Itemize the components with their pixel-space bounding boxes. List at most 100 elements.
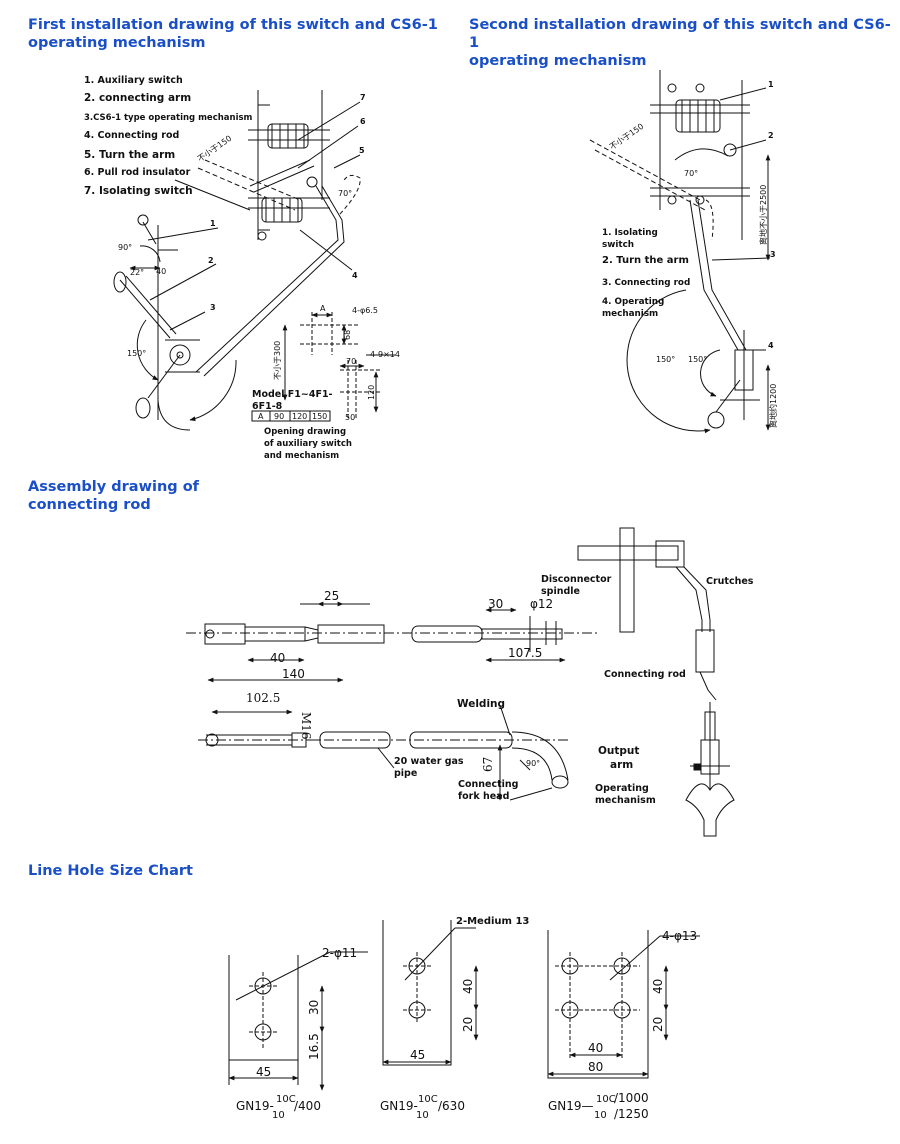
model-label: 10 bbox=[272, 1110, 285, 1121]
legend-item: 1. Isolating bbox=[602, 228, 658, 238]
isolating-switch bbox=[589, 70, 750, 240]
dim-label: 40 bbox=[270, 651, 285, 665]
dim-label: 45 bbox=[410, 1048, 425, 1062]
heading-line: Assembly drawing of bbox=[28, 479, 199, 495]
dim-label: 70° bbox=[684, 169, 698, 178]
legend-item: 2. Turn the arm bbox=[602, 255, 689, 266]
legend-item: 3. Connecting rod bbox=[602, 278, 690, 288]
dim-label: 70° bbox=[338, 189, 352, 198]
heading-line: operating mechanism bbox=[469, 53, 647, 69]
assembly-drawing: 25 40 140 30 φ12 107.5 Disconnector spin… bbox=[186, 527, 754, 837]
legend-item: switch bbox=[602, 240, 634, 250]
model-label: GN19— bbox=[548, 1099, 594, 1113]
dim-label: 30 bbox=[488, 597, 503, 611]
legend-item: 6. Pull rod insulator bbox=[84, 167, 191, 178]
dim-label: 50 bbox=[345, 413, 355, 422]
annotation: Operating bbox=[595, 783, 649, 794]
heading-line: operating mechanism bbox=[28, 35, 206, 51]
callout-lines bbox=[147, 101, 361, 331]
dim-label: 40 bbox=[461, 979, 475, 994]
callout-number: 4 bbox=[768, 341, 774, 350]
dim-label: 25 bbox=[324, 589, 339, 603]
dim-label: 20 bbox=[651, 1017, 665, 1032]
disconnector-spindle bbox=[577, 527, 717, 701]
heading-line: First installation drawing of this switc… bbox=[28, 17, 438, 33]
annotation: arm bbox=[610, 759, 633, 771]
dim-label: 70 bbox=[346, 357, 356, 366]
callout-number: 1 bbox=[210, 219, 216, 228]
annotation: Connecting bbox=[458, 779, 518, 790]
dim-label: 102.5 bbox=[246, 691, 280, 705]
callout-label: 4-φ13 bbox=[662, 929, 697, 943]
legend-item: 5. Turn the arm bbox=[84, 149, 175, 161]
dim-label: 不小于150 bbox=[196, 134, 233, 164]
model-table-title: Model F1~4F1- bbox=[252, 389, 333, 400]
heading-first-installation: First installation drawing of this switc… bbox=[28, 16, 438, 52]
model-table-value: 90 bbox=[274, 412, 284, 421]
annotation: 20 water gas bbox=[394, 756, 464, 767]
first-installation-drawing: 1. Auxiliary switch 2. connecting arm 3.… bbox=[84, 75, 400, 461]
connecting-rod bbox=[195, 174, 361, 377]
dim-label: A bbox=[320, 304, 326, 313]
model-label: 10 bbox=[416, 1110, 429, 1121]
dim-label: 150° bbox=[688, 355, 707, 364]
model-table: Model F1~4F1- 6F1-8 A 90 120 150 Opening… bbox=[251, 389, 352, 461]
dim-label: 16.5 bbox=[307, 1033, 321, 1060]
dim-label: 45 bbox=[256, 1065, 271, 1079]
callout-number: 4 bbox=[352, 271, 358, 280]
model-label: /1000 bbox=[614, 1091, 649, 1105]
legend-item: 4. Operating bbox=[602, 297, 664, 307]
heading-line: connecting rod bbox=[28, 497, 151, 513]
annotation: spindle bbox=[541, 586, 580, 597]
dim-label: 67 bbox=[481, 757, 495, 772]
hole-chart: 2-φ11 30 16.5 45 2-Medium 13 40 20 45 4-… bbox=[228, 916, 700, 1121]
model-label: 10 bbox=[594, 1110, 607, 1121]
dim-label: 离地不小于2500 bbox=[758, 185, 768, 245]
callout-number: 2 bbox=[208, 256, 214, 265]
legend-item: 2. connecting arm bbox=[84, 92, 191, 104]
dim-label: 150° bbox=[127, 349, 146, 358]
callout-lines bbox=[711, 87, 771, 431]
callout-number: 6 bbox=[360, 117, 366, 126]
caption-line: and mechanism bbox=[264, 451, 339, 461]
rod-top bbox=[186, 601, 600, 683]
legend-item: 1. Auxiliary switch bbox=[84, 75, 183, 86]
model-table-value: 120 bbox=[292, 412, 307, 421]
dim-label: 107.5 bbox=[508, 646, 542, 660]
dim-label: 120 bbox=[367, 385, 376, 400]
dim-label: M16 bbox=[299, 712, 313, 740]
annotation: Crutches bbox=[706, 576, 754, 587]
dim-label: 150° bbox=[656, 355, 675, 364]
heading-second-installation: Second installation drawing of this swit… bbox=[469, 16, 900, 70]
dim-label: 40 bbox=[156, 267, 166, 276]
hole-pattern-a bbox=[282, 312, 396, 418]
callout-label: 2-φ11 bbox=[322, 946, 357, 960]
legend-item: 7. Isolating switch bbox=[84, 185, 193, 197]
dim-label: 140 bbox=[282, 667, 305, 681]
rod-bottom bbox=[198, 704, 570, 801]
dim-label: 不小于300 bbox=[273, 341, 282, 380]
dim-label: 30 bbox=[307, 1000, 321, 1015]
model-label: GN19- bbox=[236, 1099, 274, 1113]
annotation: Output bbox=[598, 745, 639, 757]
heading-line: Second installation drawing of this swit… bbox=[469, 17, 891, 51]
annotation: mechanism bbox=[595, 795, 656, 806]
model-label: GN19- bbox=[380, 1099, 418, 1113]
dim-label: 90° bbox=[118, 243, 132, 252]
legend-item: 3.CS6-1 type operating mechanism bbox=[84, 113, 253, 123]
dim-label: 不小于150 bbox=[608, 122, 645, 152]
model-table-header: A bbox=[258, 412, 264, 421]
dim-label: 4-9×14 bbox=[370, 350, 400, 359]
caption-line: Opening drawing bbox=[264, 427, 346, 437]
dim-label: 20 bbox=[461, 1017, 475, 1032]
caption-line: of auxiliary switch bbox=[264, 439, 352, 449]
callout-number: 3 bbox=[770, 250, 776, 259]
connecting-rod bbox=[689, 199, 747, 351]
dim-label: 40 bbox=[651, 979, 665, 994]
legend-item: 4. Connecting rod bbox=[84, 130, 179, 141]
annotation: Welding bbox=[457, 698, 505, 710]
dim-label: 90° bbox=[526, 759, 540, 768]
legend-item: mechanism bbox=[602, 309, 658, 319]
dim-label: 4-φ6.5 bbox=[352, 306, 378, 315]
